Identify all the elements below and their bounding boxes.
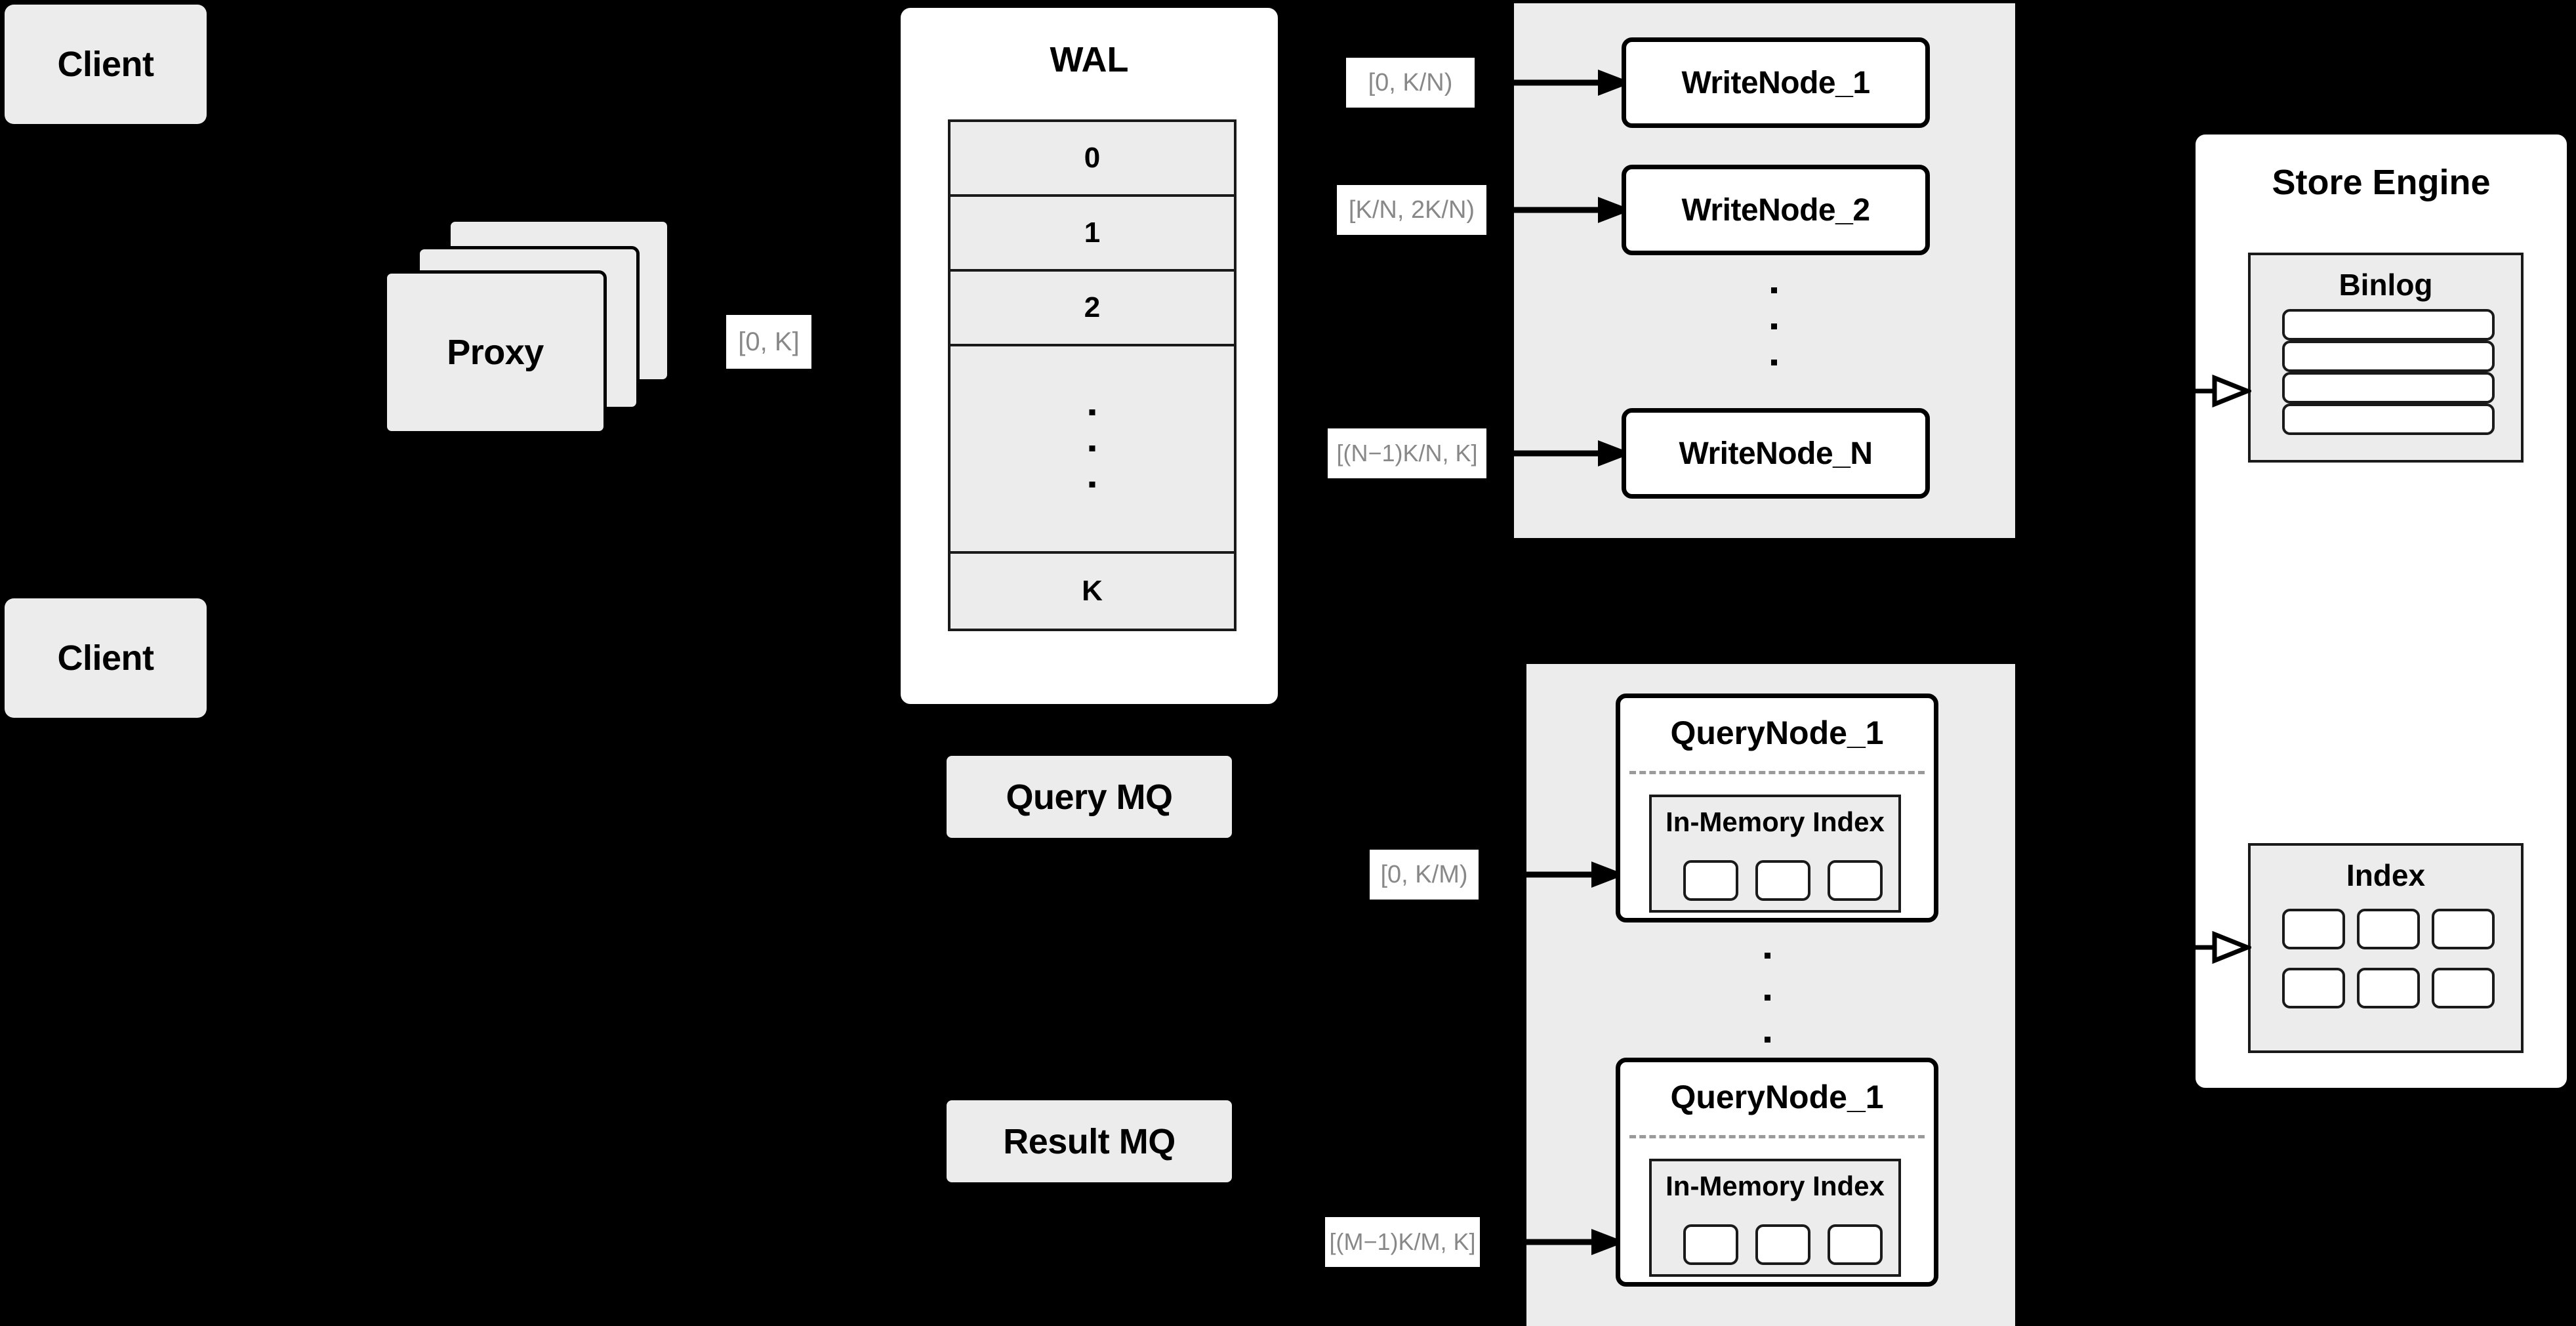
- index-cell: [2432, 968, 2495, 1008]
- querynode-box-2[interactable]: QueryNode_1 In-Memory Index: [1616, 1058, 1938, 1287]
- writenode-box-2[interactable]: WriteNode_2: [1622, 165, 1930, 255]
- in-memory-index-cell: [1828, 1224, 1883, 1265]
- in-memory-index-cell: [1755, 860, 1810, 901]
- wal-panel: WAL 0 1 2 K: [896, 3, 1282, 709]
- edge-label-write-range-2: [K/N, 2K/N): [1337, 185, 1486, 235]
- wal-vertical-ellipsis-icon: [1089, 409, 1095, 487]
- in-memory-index-cell: [1755, 1224, 1810, 1265]
- edge-label-proxy-range-text: [0, K]: [738, 327, 800, 356]
- binlog-row: [2282, 404, 2495, 435]
- querynode-label-2: QueryNode_1: [1670, 1079, 1884, 1115]
- in-memory-index-cell: [1683, 860, 1738, 901]
- in-memory-index-box-2: In-Memory Index: [1649, 1159, 1901, 1277]
- in-memory-index-cell: [1828, 860, 1883, 901]
- client-label-2: Client: [57, 638, 154, 678]
- wal-row-k: K: [1082, 575, 1103, 607]
- querynode-separator-2: [1629, 1135, 1925, 1138]
- writenode-box-1[interactable]: WriteNode_1: [1622, 37, 1930, 128]
- wal-entry-table: 0 1 2 K: [948, 119, 1237, 631]
- proxy-box[interactable]: Proxy: [384, 270, 607, 434]
- edge-label-query-range-m: [(M−1)K/M, K]: [1325, 1217, 1480, 1267]
- edge-label-write-range-n-text: [(N−1)K/N, K]: [1336, 440, 1478, 466]
- edge-label-write-range-1-text: [0, K/N): [1368, 68, 1453, 96]
- arrow-to-querynode-m: [1480, 1229, 1625, 1255]
- wal-row-0: 0: [951, 122, 1234, 197]
- querynode-label-1: QueryNode_1: [1670, 715, 1884, 751]
- edge-label-proxy-range: [0, K]: [726, 315, 811, 369]
- edge-label-query-range-1-text: [0, K/M): [1380, 860, 1468, 888]
- arrow-to-querynode-1: [1480, 861, 1625, 888]
- arrow-open-to-binlog: [2186, 374, 2251, 408]
- edge-label-query-range-1: [0, K/M): [1370, 850, 1479, 900]
- client-label-1: Client: [57, 45, 154, 84]
- writenode-label-2: WriteNode_2: [1681, 192, 1870, 228]
- index-cell: [2357, 909, 2420, 949]
- wal-row-ellipsis: [951, 346, 1234, 554]
- proxy-label: Proxy: [447, 333, 544, 372]
- edge-label-write-range-2-text: [K/N, 2K/N): [1348, 196, 1475, 224]
- query-mq-box[interactable]: Query MQ: [947, 756, 1232, 838]
- querynode-box-1[interactable]: QueryNode_1 In-Memory Index: [1616, 694, 1938, 922]
- index-cell: [2282, 968, 2345, 1008]
- query-mq-label: Query MQ: [1006, 777, 1173, 817]
- index-cell: [2357, 968, 2420, 1008]
- store-engine-panel: Store Engine Binlog Index: [2191, 130, 2571, 1092]
- binlog-row: [2282, 372, 2495, 404]
- store-engine-title: Store Engine: [2272, 163, 2491, 202]
- arrow-to-writenode-2: [1486, 197, 1632, 223]
- client-box-1[interactable]: Client: [5, 5, 207, 124]
- result-mq-box[interactable]: Result MQ: [947, 1100, 1232, 1182]
- in-memory-index-box-1: In-Memory Index: [1649, 795, 1901, 913]
- index-cell: [2432, 909, 2495, 949]
- wal-row-1: 1: [951, 197, 1234, 272]
- in-memory-index-title-1: In-Memory Index: [1666, 806, 1885, 837]
- edge-label-write-range-n: [(N−1)K/N, K]: [1328, 428, 1486, 478]
- binlog-row: [2282, 309, 2495, 341]
- in-memory-index-cell: [1683, 1224, 1738, 1265]
- binlog-row: [2282, 341, 2495, 372]
- wal-row-2: 2: [951, 272, 1234, 346]
- querynode-separator-1: [1629, 771, 1925, 774]
- binlog-box: Binlog: [2248, 253, 2524, 463]
- result-mq-label: Result MQ: [1003, 1121, 1176, 1161]
- write-cluster-vertical-ellipsis-icon: [1771, 287, 1777, 365]
- binlog-title: Binlog: [2339, 268, 2433, 302]
- arrow-to-writenode-1: [1486, 70, 1632, 96]
- client-box-2[interactable]: Client: [5, 598, 207, 718]
- writenode-box-n[interactable]: WriteNode_N: [1622, 408, 1930, 499]
- writenode-label-n: WriteNode_N: [1679, 436, 1873, 471]
- wal-title: WAL: [1050, 40, 1129, 79]
- in-memory-index-title-2: In-Memory Index: [1666, 1171, 1885, 1201]
- writenode-label-1: WriteNode_1: [1681, 65, 1870, 100]
- arrow-to-writenode-n: [1486, 440, 1632, 466]
- index-cell: [2282, 909, 2345, 949]
- arrow-open-to-index: [2186, 930, 2251, 964]
- query-cluster-vertical-ellipsis-icon: [1765, 953, 1770, 1043]
- edge-label-query-range-m-text: [(M−1)K/M, K]: [1329, 1228, 1476, 1255]
- edge-label-write-range-1: [0, K/N): [1346, 58, 1475, 108]
- index-title: Index: [2346, 858, 2426, 892]
- index-box: Index: [2248, 843, 2524, 1053]
